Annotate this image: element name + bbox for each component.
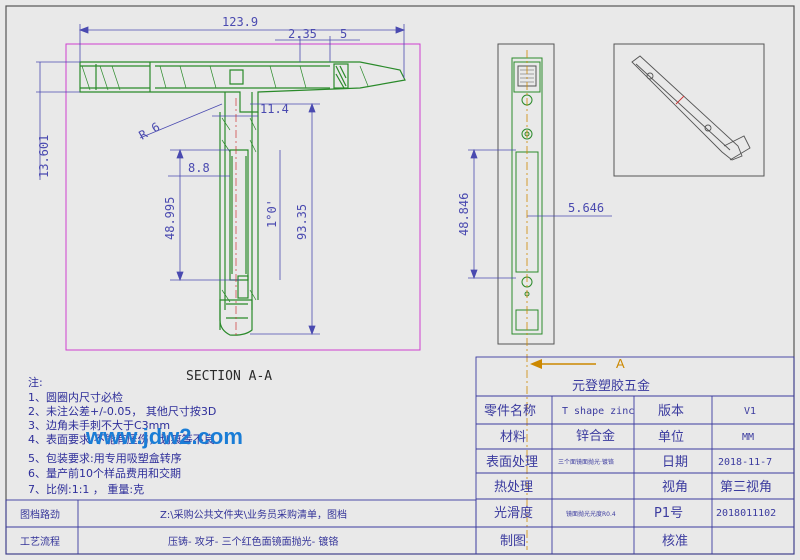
version-value: V1: [744, 406, 756, 417]
section-view-frame: [65, 43, 421, 351]
process-label: 工艺流程: [20, 535, 60, 548]
note-item: 4、表面要求:不能有压伤，划痕等不良: [28, 432, 215, 446]
view-label: 视角: [662, 480, 688, 495]
archive-value: Z:\采购公共文件夹\业务员采购清单，图档: [160, 508, 347, 521]
dim-mid-height: 48.846: [457, 193, 471, 236]
pno-value: 2018011102: [716, 508, 776, 519]
dim-angle: 1°0': [265, 199, 279, 228]
drafter-label: 制图: [500, 534, 526, 549]
section-marker: A: [616, 356, 625, 371]
dim-small-top: 2.35: [288, 27, 317, 41]
note-item: 7、比例:1:1 ， 重量:克: [28, 482, 144, 496]
date-label: 日期: [662, 455, 688, 470]
view-value: 第三视角: [720, 480, 772, 495]
pno-label: P1号: [654, 506, 683, 521]
dim-width-11: 11.4: [260, 102, 289, 116]
surface-label: 表面处理: [486, 455, 538, 470]
unit-label: 单位: [658, 430, 684, 445]
dim-height-left: 13.601: [37, 135, 51, 178]
smooth-value: 镜面抛光光度R0.4: [566, 510, 616, 518]
section-dimensions: [36, 24, 406, 336]
watermark: www.jdw2.com: [85, 424, 243, 449]
material-label: 材料: [500, 430, 526, 445]
note-item: 3、边角未手刺不大于C3mm: [28, 418, 170, 432]
dim-small-top2: 5: [340, 27, 347, 41]
dim-height-93: 93.35: [295, 204, 309, 240]
version-label: 版本: [658, 404, 684, 419]
bottom-rows: [5, 499, 477, 555]
part-name-value: T shape zinc: [562, 406, 634, 417]
part-name-label: 零件名称: [484, 403, 536, 419]
dim-width-8: 8.8: [188, 161, 210, 175]
iso-view-part: [631, 55, 751, 161]
section-label: SECTION A-A: [186, 369, 272, 384]
note-item: 6、量产前10个样品费用和交期: [28, 466, 181, 480]
note-item: 5、包装要求:用专用吸塑盒转序: [28, 451, 182, 465]
dim-overall-width: 123.9: [222, 15, 258, 29]
section-arrow: [530, 359, 596, 369]
sheet-border: [5, 5, 795, 555]
archive-label: 图档路劲: [20, 508, 60, 521]
company-name: 元登塑胶五金: [572, 378, 650, 394]
process-value: 压铸- 攻牙- 三个红色面镜面抛光- 镀铬: [168, 535, 338, 548]
note-item: 1、圆圈内尺寸必检: [28, 390, 123, 404]
surface-value: 三个面镜面抛光·镀铬: [558, 458, 614, 466]
unit-value: MM: [742, 432, 754, 443]
notes-block: 注: 1、圆圈内尺寸必检 2、未注公差+/-0.05， 其他尺寸按3D 3、边角…: [28, 375, 216, 496]
iso-view-frame: [613, 43, 765, 177]
heat-label: 热处理: [494, 480, 533, 495]
notes-title: 注:: [28, 375, 43, 389]
dim-height-48: 48.995: [163, 197, 177, 240]
date-value: 2018-11-7: [718, 457, 772, 468]
checker-label: 核准: [662, 534, 688, 549]
section-view-part: [79, 61, 406, 336]
title-block: [475, 356, 795, 555]
side-view-dimensions: [468, 148, 612, 280]
dim-mid-width: 5.646: [568, 201, 604, 215]
smooth-label: 光滑度: [494, 505, 533, 521]
material-value: 锌合金: [576, 428, 615, 444]
note-item: 2、未注公差+/-0.05， 其他尺寸按3D: [28, 404, 216, 418]
